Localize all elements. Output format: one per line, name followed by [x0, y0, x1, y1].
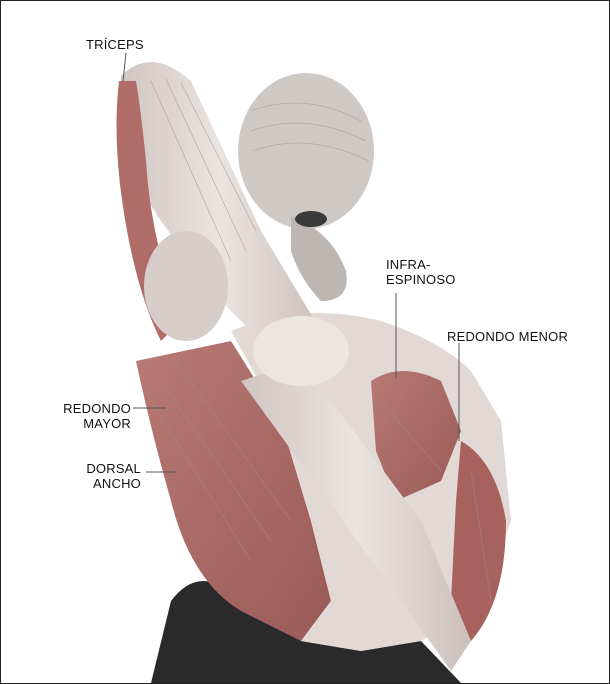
label-dorsal-ancho: DORSAL ANCHO [51, 461, 141, 491]
biceps-bulge [144, 231, 228, 341]
head [238, 73, 374, 229]
label-redondo-mayor-line2: MAYOR [41, 416, 131, 431]
ponytail [291, 216, 347, 301]
label-dorsal-ancho-line2: ANCHO [51, 476, 141, 491]
label-infraespinoso-line1: INFRA- [386, 257, 456, 272]
label-redondo-mayor: REDONDO MAYOR [41, 401, 131, 431]
label-triceps: TRÍCEPS [86, 37, 144, 52]
hands [253, 316, 349, 386]
label-redondo-mayor-line1: REDONDO [41, 401, 131, 416]
label-redondo-menor: REDONDO MENOR [447, 329, 568, 344]
hair-tie [295, 211, 327, 227]
label-infraespinoso-line2: ESPINOSO [386, 272, 456, 287]
label-dorsal-ancho-line1: DORSAL [51, 461, 141, 476]
label-infraespinoso: INFRA- ESPINOSO [386, 257, 456, 287]
